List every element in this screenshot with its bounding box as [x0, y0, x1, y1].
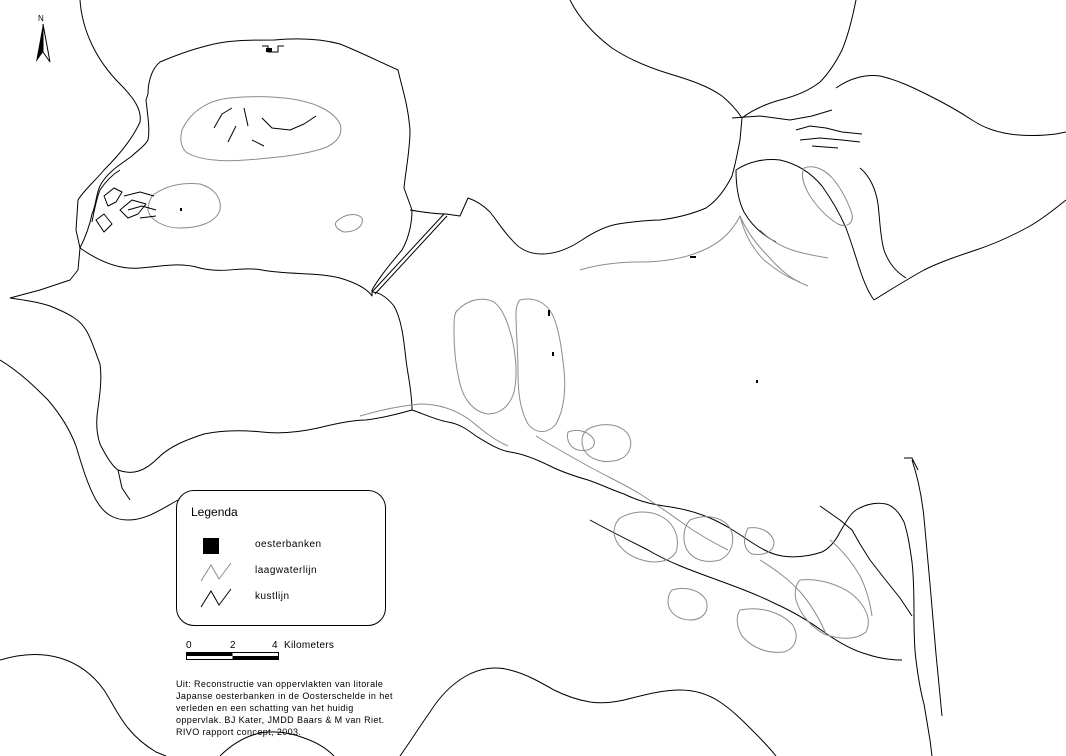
- oyster-bank-6: [180, 208, 182, 211]
- coastline-bathse-spuikanaal: [904, 457, 943, 717]
- scale-bar: 0 2 4 Kilometers: [186, 640, 386, 664]
- coastline-tholen-east: [859, 167, 907, 279]
- legend-title: Legenda: [191, 505, 238, 519]
- lowwater-south-flat-6: [667, 587, 708, 621]
- scale-bar-graphic: [186, 652, 279, 660]
- lowwater-tholen-flat: [801, 166, 853, 227]
- coastline-walcheren: [0, 359, 179, 521]
- philipsdam: [731, 109, 833, 121]
- coastline-tholen-island: [735, 159, 875, 301]
- scale-tick-2: 2: [230, 640, 236, 651]
- lowwater-main-shoal-4: [567, 429, 595, 451]
- oyster-bank-symbol-icon: [203, 538, 219, 554]
- coastline-east-mainland: [873, 199, 1066, 301]
- legend-item-label: laagwaterlijn: [255, 565, 318, 576]
- coastline-zuid-beveland-north: [411, 409, 625, 495]
- oyster-bank-3: [552, 352, 554, 356]
- oyster-bank-outline-1: [213, 107, 317, 147]
- lowwater-channel-mid: [535, 435, 729, 551]
- north-label: N: [38, 14, 44, 23]
- lowwater-schouwen-flat-2: [147, 183, 221, 229]
- coastline-zuid-beveland-inner: [589, 519, 903, 661]
- source-credit: Uit: Reconstructie van oppervlakten van …: [176, 678, 476, 738]
- credit-line: verleden en een schatting van het huidig: [176, 703, 354, 713]
- credit-line: RIVO rapport concept, 2003.: [176, 727, 302, 737]
- lowwater-main-shoal-1: [453, 298, 517, 415]
- storm-surge-barrier: [371, 213, 448, 295]
- north-arrow-icon: [36, 23, 51, 63]
- oesterdam: [819, 505, 913, 617]
- lowwater-south-flat-5: [736, 608, 797, 653]
- low-water-line-symbol-icon: [200, 562, 232, 582]
- lowwater-main-shoal-3: [581, 424, 632, 463]
- credit-line: Uit: Reconstructie van oppervlakten van …: [176, 679, 384, 689]
- lowwater-south-creek: [759, 539, 873, 635]
- lowwater-main-shoal-2: [515, 298, 566, 432]
- credit-line: Japanse oesterbanken in de Oosterschelde…: [176, 691, 393, 701]
- coastline-south-mainland: [0, 653, 777, 756]
- oyster-bank-outline-3: [123, 191, 157, 219]
- scale-unit: Kilometers: [284, 640, 335, 651]
- legend-item-laagwaterlijn: laagwaterlijn: [199, 561, 379, 583]
- coastline-goeree: [569, 0, 857, 119]
- legend-item-label: kustlijn: [255, 591, 290, 602]
- legend-item-label: oesterbanken: [255, 539, 322, 550]
- oyster-bank-1: [266, 48, 272, 52]
- scale-tick-4: 4: [272, 640, 278, 651]
- oyster-bank-5: [690, 256, 696, 258]
- coastline-noord-beveland: [9, 291, 413, 473]
- lowwater-schouwen-flat-3: [335, 214, 363, 233]
- oyster-bank-4: [756, 380, 758, 383]
- lowwater-east-channel: [739, 215, 829, 283]
- coastline-symbol-icon: [200, 588, 232, 608]
- coastline-tholen: [409, 117, 743, 255]
- coastline-zuid-beveland-east: [623, 493, 933, 756]
- oyster-bank-2: [548, 310, 550, 316]
- coastline-schouwen-harbour: [262, 45, 284, 53]
- coastline-schouwen-west: [91, 169, 147, 233]
- oyster-bank-outline-2: [795, 125, 863, 149]
- lowwater-south-flat-3: [744, 527, 775, 555]
- lowwater-schouwen-flat-1: [180, 96, 342, 162]
- legend-item-oesterbanken: oesterbanken: [199, 535, 379, 557]
- coastline-south-mainland-2: [219, 731, 335, 756]
- scale-tick-0: 0: [186, 640, 192, 651]
- credit-line: oppervlak. BJ Kater, JMDD Baars & M van …: [176, 715, 385, 725]
- lowwater-zuid-beveland-shore: [359, 403, 509, 447]
- lowwater-channel-north: [579, 215, 809, 287]
- legend-box: Legenda oesterbanken laagwaterlijn kustl…: [176, 490, 386, 626]
- lowwater-south-flat-1: [613, 511, 678, 563]
- lowwater-south-flat-4: [794, 579, 869, 639]
- coastline-schouwen: [9, 0, 413, 299]
- lowwater-south-flat-2: [683, 516, 734, 562]
- legend-item-kustlijn: kustlijn: [199, 587, 379, 609]
- coastline-overflakkee: [835, 75, 1066, 136]
